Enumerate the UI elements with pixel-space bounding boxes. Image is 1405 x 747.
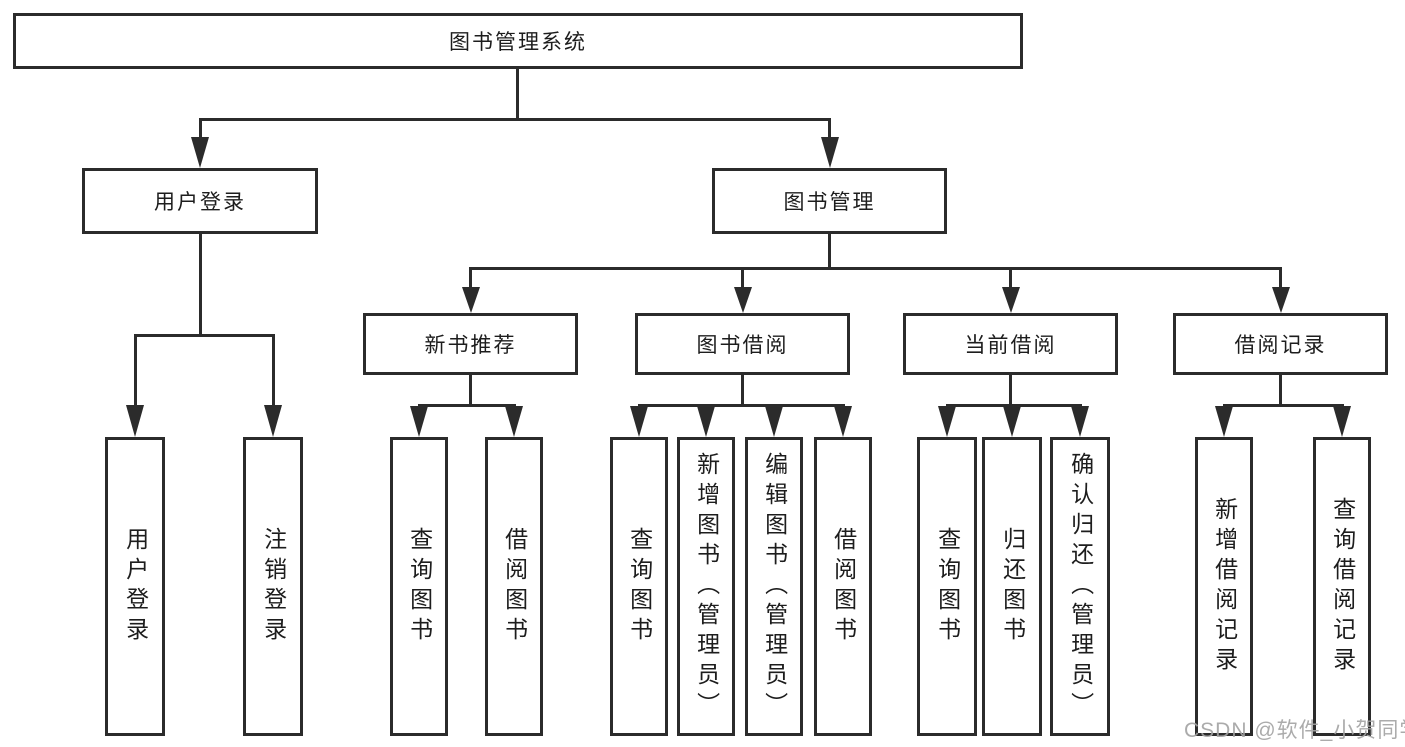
node-label: 查询图书 [626, 526, 653, 647]
arrow-down [834, 406, 852, 437]
node-book-borrow: 图书借阅 [635, 313, 850, 375]
node-label: 归还图书 [999, 526, 1026, 647]
arrow-down [410, 406, 428, 437]
arrow-down [191, 137, 209, 168]
connector-hline [198, 118, 831, 121]
node-label: 确认归还（管理员） [1067, 451, 1094, 722]
connector-vline [828, 234, 831, 270]
node-confirm-return-admin: 确认归还（管理员） [1050, 437, 1110, 736]
node-user-login: 用户登录 [82, 168, 318, 234]
node-label: 用户登录 [154, 191, 246, 214]
node-label: 查询图书 [406, 526, 433, 647]
node-label: 借阅记录 [1234, 334, 1327, 357]
connector-hline [945, 404, 1082, 407]
node-label: 借阅图书 [830, 526, 857, 647]
arrow-down [630, 406, 648, 437]
arrow-down [264, 405, 282, 437]
arrow-down [126, 405, 144, 437]
csdn-watermark: CSDN @软件_小贺同学 [1184, 719, 1405, 742]
arrow-down [820, 137, 839, 168]
arrow-down [697, 406, 715, 437]
node-label: 图书借阅 [696, 334, 789, 357]
node-query-books: 查询图书 [610, 437, 668, 736]
node-current-borrow: 当前借阅 [903, 313, 1118, 375]
arrow-down [1333, 406, 1351, 437]
node-borrow-books: 借阅图书 [485, 437, 543, 736]
node-borrow-records: 借阅记录 [1173, 313, 1388, 375]
arrow-down [733, 287, 752, 313]
connector-hline [417, 404, 516, 407]
node-label: 新书推荐 [424, 334, 517, 357]
connector-vline [828, 118, 831, 138]
node-add-books-admin: 新增图书（管理员） [677, 437, 735, 736]
connector-vline [469, 267, 472, 288]
arrow-down [461, 287, 480, 313]
node-edit-books-admin: 编辑图书（管理员） [745, 437, 803, 736]
connector-hline [469, 267, 1282, 270]
node-borrow-books: 借阅图书 [814, 437, 872, 736]
connector-vline [271, 334, 275, 407]
node-label: 图书管理系统 [449, 31, 587, 54]
connector-vline [1279, 267, 1282, 288]
connector-vline [1279, 375, 1282, 406]
node-label: 查询借阅记录 [1329, 496, 1356, 677]
connector-hline [133, 334, 275, 337]
arrow-down [938, 406, 956, 437]
node-label: 查询图书 [934, 526, 961, 647]
connector-hline [1222, 404, 1344, 407]
arrow-down [1003, 406, 1021, 437]
arrow-down [1271, 287, 1290, 313]
connector-vline [198, 234, 202, 337]
node-query-books: 查询图书 [390, 437, 448, 736]
node-new-book-recommend: 新书推荐 [363, 313, 578, 375]
node-label: 编辑图书（管理员） [761, 451, 788, 722]
connector-vline [741, 267, 744, 288]
node-label: 注销登录 [260, 526, 287, 647]
node-label: 新增图书（管理员） [693, 451, 720, 722]
node-query-books: 查询图书 [917, 437, 977, 736]
node-query-borrow-record: 查询借阅记录 [1313, 437, 1371, 736]
arrow-down [505, 406, 523, 437]
connector-vline [469, 375, 472, 406]
node-user-login-item: 用户登录 [105, 437, 165, 736]
connector-vline [515, 69, 519, 120]
node-label: 借阅图书 [501, 526, 528, 647]
node-label: 用户登录 [122, 526, 149, 647]
node-logout-item: 注销登录 [243, 437, 303, 736]
arrow-down [1215, 406, 1233, 437]
arrow-down [1001, 287, 1020, 313]
connector-vline [1009, 267, 1012, 288]
arrow-down [765, 406, 783, 437]
node-label: 当前借阅 [964, 334, 1057, 357]
node-add-borrow-record: 新增借阅记录 [1195, 437, 1253, 736]
node-label: 图书管理 [783, 191, 876, 214]
node-book-management: 图书管理 [712, 168, 947, 234]
node-return-books: 归还图书 [982, 437, 1042, 736]
arrow-down [1071, 406, 1089, 437]
connector-hline [637, 404, 845, 407]
connector-vline [133, 334, 137, 407]
connector-vline [198, 118, 202, 138]
node-label: 新增借阅记录 [1211, 496, 1238, 677]
connector-vline [1009, 375, 1012, 406]
node-library-management-system: 图书管理系统 [13, 13, 1023, 69]
connector-vline [741, 375, 744, 406]
